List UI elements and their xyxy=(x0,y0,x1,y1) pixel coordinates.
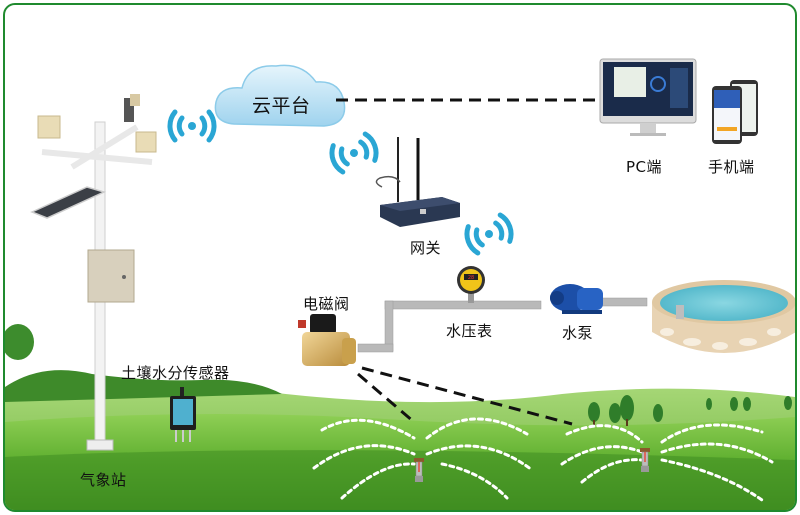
solenoid-valve-label: 电磁阀 xyxy=(303,295,350,313)
water-pump-label: 水泵 xyxy=(562,324,594,342)
valve-icon xyxy=(298,314,356,366)
phone-icon xyxy=(712,80,758,144)
diagram-frame: 28 xyxy=(3,3,797,512)
weather-station-icon xyxy=(30,94,157,451)
wifi-signal-icon xyxy=(167,109,217,143)
monitor-icon xyxy=(599,58,697,136)
wifi-signal-icon xyxy=(464,212,514,256)
sprinkler-icon xyxy=(640,448,650,472)
pump-icon xyxy=(550,284,603,314)
weather-station-label: 气象站 xyxy=(80,471,127,489)
mobile-client-label: 手机端 xyxy=(708,158,755,176)
cloud-icon xyxy=(214,64,346,127)
connection-valve-sprinklers xyxy=(357,366,573,426)
diagram-canvas: 28 xyxy=(5,58,795,510)
cloud-platform-label: 云平台 xyxy=(252,95,311,117)
tree-icon xyxy=(588,395,792,426)
pressure-gauge-label: 水压表 xyxy=(446,322,493,340)
spray-arcs xyxy=(312,417,774,502)
svg-text:28: 28 xyxy=(468,275,474,281)
sprinkler-icon xyxy=(414,458,424,482)
soil-sensor-icon xyxy=(170,387,196,442)
soil-sensor-label: 土壤水分传感器 xyxy=(121,364,230,382)
gateway-label: 网关 xyxy=(410,239,442,257)
router-icon xyxy=(375,137,460,227)
pc-client-label: PC端 xyxy=(626,158,663,176)
wifi-signal-icon xyxy=(329,131,379,175)
pool-icon xyxy=(652,280,795,353)
gauge-icon: 28 xyxy=(457,266,485,303)
pipe xyxy=(357,297,648,353)
